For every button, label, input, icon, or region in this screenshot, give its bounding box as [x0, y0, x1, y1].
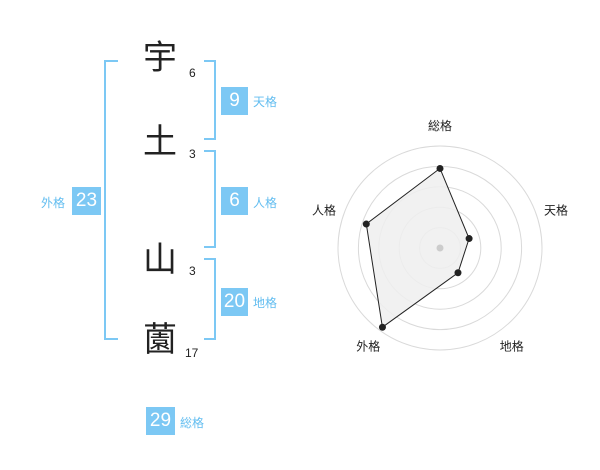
tenkaku-label: 天格 [253, 95, 278, 109]
stroke-count-4: 17 [185, 346, 199, 360]
stroke-count-2: 3 [189, 147, 196, 161]
radar-point-1 [436, 164, 444, 172]
radar-point-3 [454, 269, 462, 277]
chikaku-label: 地格 [253, 296, 278, 310]
radar-ring-5 [337, 145, 543, 351]
jinkaku-value: 6 [221, 187, 248, 215]
chikaku-bracket [204, 258, 216, 340]
chikaku-value: 20 [221, 288, 248, 316]
tenkaku-bracket [204, 60, 216, 140]
radar-point-5 [362, 220, 370, 228]
radar-center-point [436, 244, 444, 252]
name-char-1: 宇 [143, 38, 177, 78]
radar-axis-label-1: 総格 [428, 118, 452, 133]
name-char-3: 山 [143, 240, 177, 280]
radar-point-2 [465, 235, 473, 243]
radar-axis-label-3: 地格 [500, 339, 524, 354]
radar-polygon-group [365, 167, 470, 329]
gaikaku-bracket [104, 60, 118, 340]
tenkaku-value: 9 [221, 87, 248, 115]
jinkaku-label: 人格 [253, 196, 278, 210]
name-char-2: 土 [143, 122, 177, 162]
soukaku-value: 29 [146, 407, 175, 435]
gaikaku-label: 外格 [41, 196, 66, 210]
radar-polygon [365, 167, 470, 329]
radar-point-4 [378, 323, 386, 331]
soukaku-label: 総格 [180, 416, 205, 430]
stroke-count-3: 3 [189, 264, 196, 278]
radar-axis-label-5: 人格 [312, 202, 336, 217]
radar-points [362, 164, 473, 331]
radar-axis-label-2: 天格 [544, 202, 568, 217]
jinkaku-bracket [204, 150, 216, 248]
stroke-count-1: 6 [189, 66, 196, 80]
radar-axis-label-4: 外格 [356, 339, 380, 354]
name-char-4: 薗 [143, 320, 177, 360]
gaikaku-value: 23 [72, 187, 101, 215]
